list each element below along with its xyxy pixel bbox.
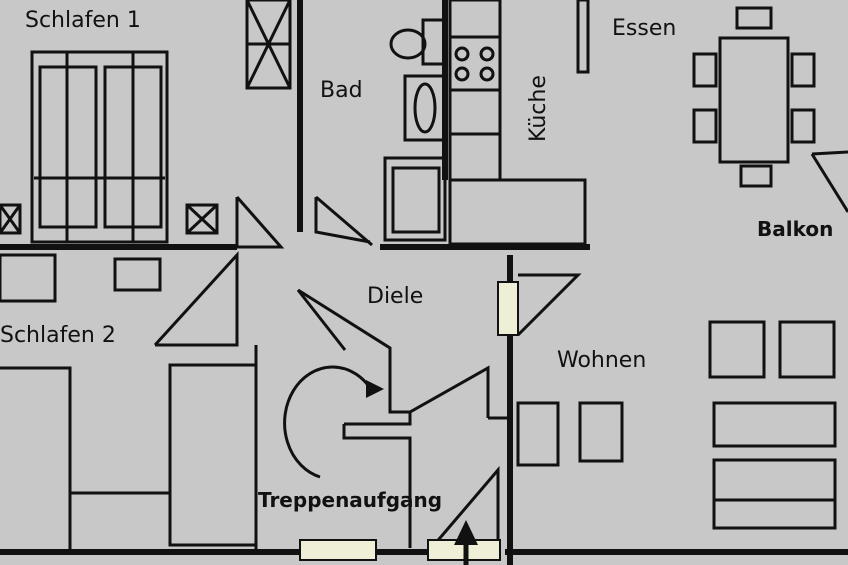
washbasin-icon	[403, 74, 447, 142]
label-schlafen-1: Schlafen 1	[25, 8, 141, 33]
up-arrow-icon	[454, 520, 478, 565]
stove-icon	[454, 46, 495, 82]
bathtub-icon	[383, 156, 447, 242]
label-treppenaufgang: Treppenaufgang	[258, 488, 442, 512]
dining-table	[718, 36, 790, 164]
toilet-icon	[389, 18, 447, 66]
shower-icon	[245, 0, 292, 90]
nightstand-schlafen-2	[0, 253, 162, 303]
label-essen: Essen	[612, 16, 676, 41]
label-kueche: Küche	[526, 75, 551, 142]
bed-schlafen-2	[0, 366, 170, 552]
wardrobe-schlafen-2	[168, 363, 258, 547]
curved-arrow-icon	[366, 380, 384, 398]
staircase	[283, 348, 412, 548]
dining-chairs	[692, 6, 816, 188]
balcony-door-swing	[810, 150, 848, 213]
nightstand-left-icon	[0, 203, 22, 235]
label-balkon: Balkon	[757, 217, 833, 241]
nightstand-right-icon	[185, 203, 219, 235]
label-diele: Diele	[367, 284, 423, 309]
label-bad: Bad	[320, 78, 363, 103]
wardrobe-schlafen-1	[30, 50, 169, 244]
living-room-furniture	[516, 320, 837, 530]
label-wohnen: Wohnen	[557, 348, 646, 373]
kitchen-counter	[448, 0, 590, 246]
label-schlafen-2: Schlafen 2	[0, 323, 116, 348]
